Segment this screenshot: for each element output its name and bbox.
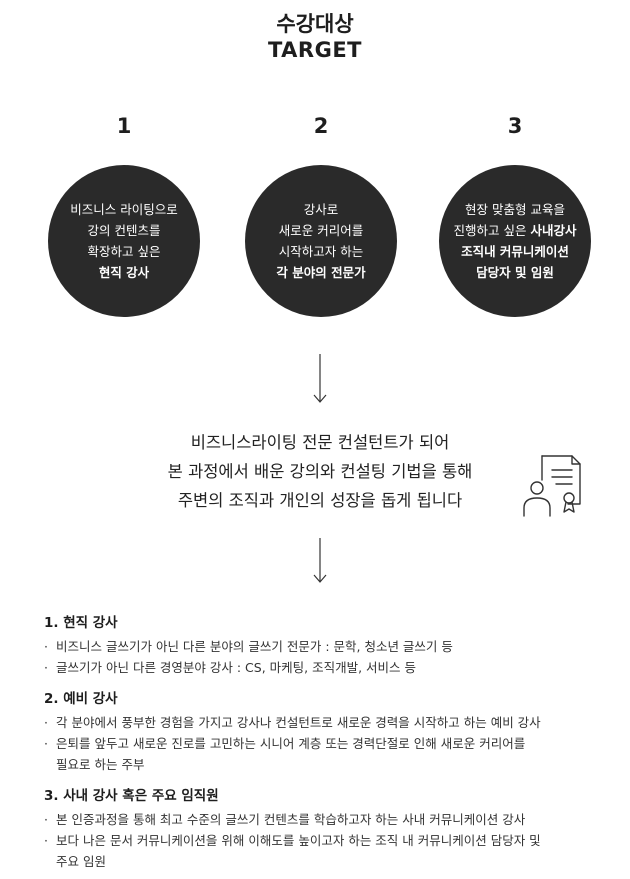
target-number-3: 3	[507, 114, 523, 138]
detail-item-text: 은퇴를 앞두고 새로운 진로를 고민하는 시니어 계층 또는 경력단절로 인해 …	[56, 736, 526, 751]
detail-section-2-title: 2. 예비 강사	[44, 691, 118, 707]
target-circle-3: 현장 맞춤형 교육을 진행하고 싶은 사내강사 조직내 커뮤니케이션 담당자 및…	[439, 165, 591, 317]
detail-item: · 본 인증과정을 통해 최고 수준의 글쓰기 컨텐츠를 학습하고자 하는 사내…	[44, 809, 604, 830]
detail-item-text: 각 분야에서 풍부한 경험을 가지고 강사나 컨설턴트로 새로운 경력을 시작하…	[56, 715, 541, 730]
circle-2-line-3: 시작하고자 하는	[278, 244, 364, 259]
circle-1-bold: 현직 강사	[98, 265, 150, 280]
target-circle-2: 강사로 새로운 커리어를 시작하고자 하는 각 분야의 전문가	[245, 165, 397, 317]
detail-item-text: 보다 나은 문서 커뮤니케이션을 위해 이해도를 높이고자 하는 조직 내 커뮤…	[56, 833, 541, 848]
certificate-icon	[522, 452, 586, 522]
arrow-down-icon-2	[313, 538, 327, 584]
target-circle-1: 비즈니스 라이팅으로 강의 컨텐츠를 확장하고 싶은 현직 강사	[48, 165, 200, 317]
detail-section-1: 1. 현직 강사 · 비즈니스 글쓰기가 아닌 다른 분야의 글쓰기 전문가 :…	[44, 611, 604, 678]
circle-1-line-1: 비즈니스 라이팅으로	[70, 202, 178, 217]
detail-item: · 보다 나은 문서 커뮤니케이션을 위해 이해도를 높이고자 하는 조직 내 …	[44, 830, 604, 872]
target-number-1: 1	[116, 114, 132, 138]
circle-1-line-3: 확장하고 싶은	[87, 244, 161, 259]
circle-3-line-1: 현장 맞춤형 교육을	[465, 202, 565, 217]
title-english: TARGET	[267, 38, 363, 62]
summary-line-3: 주변의 조직과 개인의 성장을 돕게 됩니다	[177, 491, 463, 510]
detail-item: · 은퇴를 앞두고 새로운 진로를 고민하는 시니어 계층 또는 경력단절로 인…	[44, 733, 604, 775]
circle-3-line-2-bold: 사내강사	[530, 223, 577, 238]
arrow-down-icon	[313, 354, 327, 404]
circle-2-line-1: 강사로	[303, 202, 339, 217]
circle-2-bold: 각 분야의 전문가	[276, 265, 366, 280]
circle-1-line-2: 강의 컨텐츠를	[87, 223, 161, 238]
circle-3-line-2: 진행하고 싶은 사내강사	[454, 220, 577, 241]
title-korean: 수강대상	[276, 12, 354, 36]
bullet-dot-icon: ·	[44, 660, 48, 675]
detail-item: · 글쓰기가 아닌 다른 경영분야 강사 : CS, 마케팅, 조직개발, 서비…	[44, 657, 604, 678]
detail-item-text: 비즈니스 글쓰기가 아닌 다른 분야의 글쓰기 전문가 : 문학, 청소년 글쓰…	[56, 639, 453, 654]
detail-section-2: 2. 예비 강사 · 각 분야에서 풍부한 경험을 가지고 강사나 컨설턴트로 …	[44, 687, 604, 775]
bullet-dot-icon: ·	[44, 812, 48, 827]
detail-section-3: 3. 사내 강사 혹은 주요 임직원 · 본 인증과정을 통해 최고 수준의 글…	[44, 784, 604, 872]
summary-line-1: 비즈니스라이팅 전문 컨설턴트가 되어	[190, 433, 450, 452]
detail-item: · 비즈니스 글쓰기가 아닌 다른 분야의 글쓰기 전문가 : 문학, 청소년 …	[44, 636, 604, 657]
summary-text: 비즈니스라이팅 전문 컨설턴트가 되어 본 과정에서 배운 강의와 컨설팅 기법…	[100, 428, 540, 515]
bullet-dot-icon: ·	[44, 639, 48, 654]
circle-3-line-2-normal: 진행하고 싶은	[453, 223, 531, 238]
detail-item-text: 본 인증과정을 통해 최고 수준의 글쓰기 컨텐츠를 학습하고자 하는 사내 커…	[56, 812, 526, 827]
target-number-2: 2	[313, 114, 329, 138]
detail-item-text: 글쓰기가 아닌 다른 경영분야 강사 : CS, 마케팅, 조직개발, 서비스 …	[56, 660, 417, 675]
detail-section-1-title: 1. 현직 강사	[44, 615, 118, 631]
detail-item: · 각 분야에서 풍부한 경험을 가지고 강사나 컨설턴트로 새로운 경력을 시…	[44, 712, 604, 733]
circle-3-line-3: 조직내 커뮤니케이션	[461, 244, 569, 259]
detail-item-text-cont: 주요 임원	[56, 854, 106, 869]
circle-2-line-2: 새로운 커리어를	[278, 223, 364, 238]
bullet-dot-icon: ·	[44, 833, 48, 848]
detail-section-3-title: 3. 사내 강사 혹은 주요 임직원	[44, 788, 219, 804]
detail-item-text-cont: 필요로 하는 주부	[56, 757, 145, 772]
summary-line-2: 본 과정에서 배운 강의와 컨설팅 기법을 통해	[167, 462, 473, 481]
bullet-dot-icon: ·	[44, 715, 48, 730]
circle-3-line-4: 담당자 및 임원	[476, 265, 554, 280]
bullet-dot-icon: ·	[44, 736, 48, 751]
